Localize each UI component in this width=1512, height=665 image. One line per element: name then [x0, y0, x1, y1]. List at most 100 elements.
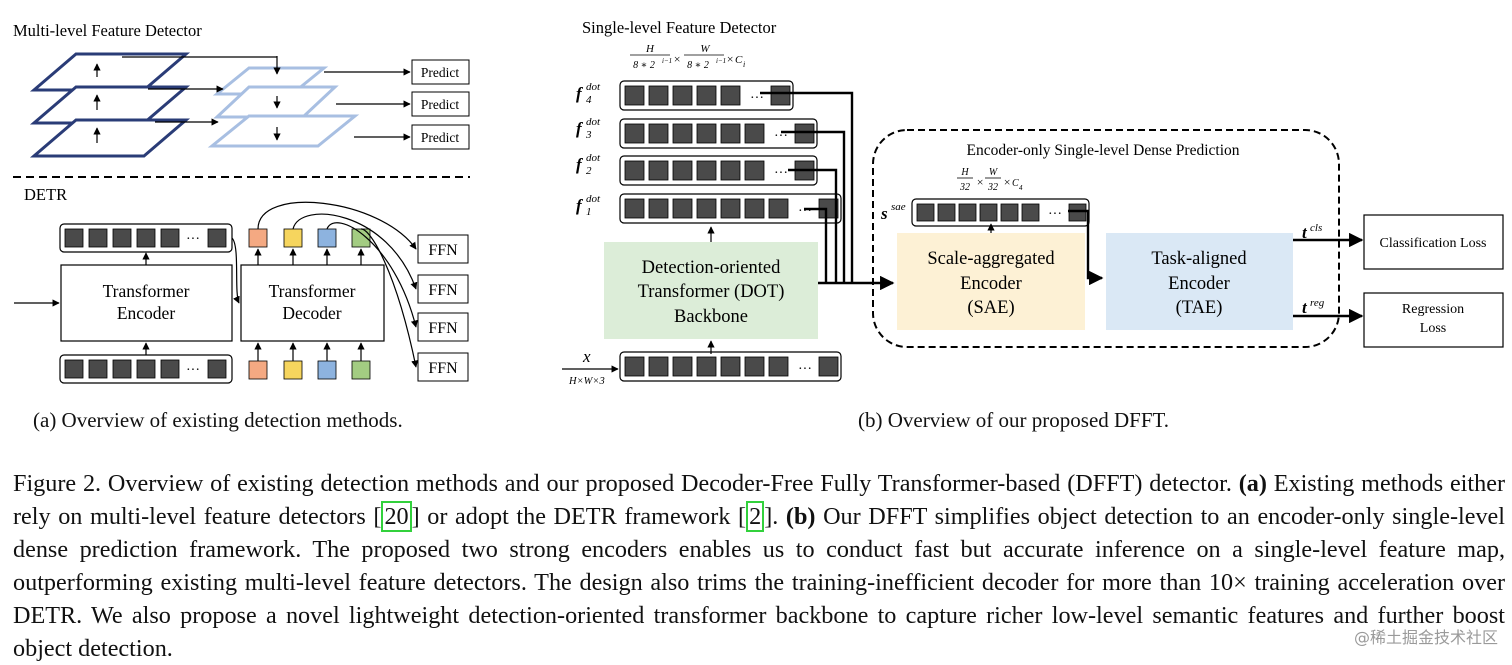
feature-token-strips: ··················	[619, 80, 1090, 382]
query-token	[248, 360, 268, 380]
detr-title: DETR	[24, 185, 67, 204]
ffn-label: FFN	[428, 282, 458, 299]
feature-f1-sup: dot	[586, 193, 601, 205]
dim-w: W	[700, 43, 710, 55]
dim-exp: i−1	[716, 57, 726, 65]
token	[648, 85, 669, 106]
decoder-label-line1: Transformer	[269, 281, 356, 301]
tae-line1: Task-aligned	[1151, 249, 1247, 269]
token-ellipsis: ···	[750, 91, 764, 106]
query-token	[283, 360, 303, 380]
predict-label: Predict	[421, 65, 459, 80]
sae-token-strip: ···	[911, 198, 1090, 227]
dense-prediction-container	[872, 129, 1340, 348]
decoder-outputs	[248, 228, 371, 248]
subcaption-b: (b) Overview of our proposed DFFT.	[858, 408, 1170, 432]
feature-f2: f	[576, 155, 584, 174]
encoder-label-line2: Encoder	[117, 303, 175, 323]
ffn-label: FFN	[428, 360, 458, 377]
detr-arrows	[14, 201, 419, 368]
token-ellipsis: ···	[798, 204, 812, 219]
tae-box	[1106, 233, 1293, 330]
backbone-line3: Backbone	[674, 307, 748, 327]
s-sae-sup: sae	[891, 201, 906, 213]
regression-loss-box	[1363, 292, 1504, 348]
output-token	[317, 228, 337, 248]
dim-times: ×	[976, 175, 984, 189]
feature-pyramid-left	[29, 52, 191, 158]
token	[770, 85, 791, 106]
dot-backbone-box	[604, 242, 818, 339]
feature-f1-sub: 1	[586, 206, 592, 218]
feature-f4-sub: 4	[586, 94, 592, 106]
feature-f2-sub: 2	[586, 165, 592, 177]
token	[768, 198, 789, 219]
feature-f4-sup: dot	[586, 81, 601, 93]
token	[648, 123, 669, 144]
token	[1068, 203, 1087, 222]
sae-box	[897, 233, 1085, 330]
token	[720, 85, 741, 106]
caption-text: Figure 2. Overview of existing detection…	[13, 470, 1239, 497]
citation-link[interactable]: 20	[381, 501, 412, 532]
dim-exp: i−1	[662, 57, 672, 65]
tae-line2: Encoder	[1168, 274, 1230, 294]
t-reg-sup: reg	[1310, 297, 1325, 309]
token	[696, 85, 717, 106]
token	[720, 160, 741, 181]
dim-c-sub: i	[743, 60, 745, 69]
t-cls-sup: cls	[1310, 222, 1322, 234]
query-token	[317, 360, 337, 380]
token	[696, 123, 717, 144]
strip-frame	[619, 118, 818, 149]
feature-f3-sub: 3	[585, 129, 592, 141]
token	[744, 198, 765, 219]
backbone-line2: Transformer (DOT)	[638, 282, 785, 302]
feature-strip-f4: ···	[619, 80, 794, 111]
token	[937, 203, 956, 222]
caption-text: ] or adopt the DETR framework [	[411, 503, 747, 530]
caption-text: Existing methods either rely on multi-le…	[13, 470, 1506, 530]
token	[624, 85, 645, 106]
dim-w: W	[989, 167, 999, 178]
encoder-output-tokens: ···	[59, 223, 233, 253]
token	[818, 356, 839, 377]
token-ellipsis: ···	[798, 362, 812, 377]
dim-den: 8 ∗ 2	[633, 60, 655, 71]
dense-prediction-title: Encoder-only Single-level Dense Predicti…	[966, 142, 1239, 159]
t-cls-label: t	[1302, 223, 1308, 242]
pyramid-plane-bottom-light	[207, 114, 360, 148]
query-token	[351, 360, 371, 380]
panel-b: Single-level Feature Detector H 8 ∗ 2 i−…	[562, 18, 1504, 387]
feature-f4: f	[576, 84, 584, 103]
dim-annotation-top: H 8 ∗ 2 i−1 × W 8 ∗ 2 i−1 × C i	[630, 43, 745, 71]
token	[958, 203, 977, 222]
figure-diagram: Multi-level Feature Detector	[13, 18, 1504, 387]
object-queries	[248, 360, 371, 380]
feature-strip-f2: ···	[619, 155, 818, 186]
pyramid-lateral-arrows	[122, 56, 411, 141]
multilevel-title: Multi-level Feature Detector	[13, 21, 202, 40]
citation-link[interactable]: 2	[746, 501, 765, 532]
token	[672, 356, 693, 377]
token	[648, 356, 669, 377]
input-dims: H×W×3	[568, 376, 605, 387]
feature-f1: f	[576, 196, 584, 215]
token	[979, 203, 998, 222]
token-ellipsis: ···	[186, 363, 200, 378]
token-ellipsis: ···	[774, 166, 788, 181]
token	[696, 160, 717, 181]
token	[648, 160, 669, 181]
token	[916, 203, 935, 222]
caption-a-label: (a)	[1238, 470, 1267, 497]
tae-line3: (TAE)	[1176, 298, 1223, 318]
dim-den: 32	[987, 182, 998, 193]
dim-h: H	[960, 167, 969, 178]
regression-loss-line1: Regression	[1402, 302, 1464, 317]
output-token	[283, 228, 303, 248]
ffn-box	[417, 234, 469, 264]
token	[672, 160, 693, 181]
token-ellipsis: ···	[186, 232, 200, 247]
dim-h: H	[645, 43, 655, 55]
token	[672, 85, 693, 106]
